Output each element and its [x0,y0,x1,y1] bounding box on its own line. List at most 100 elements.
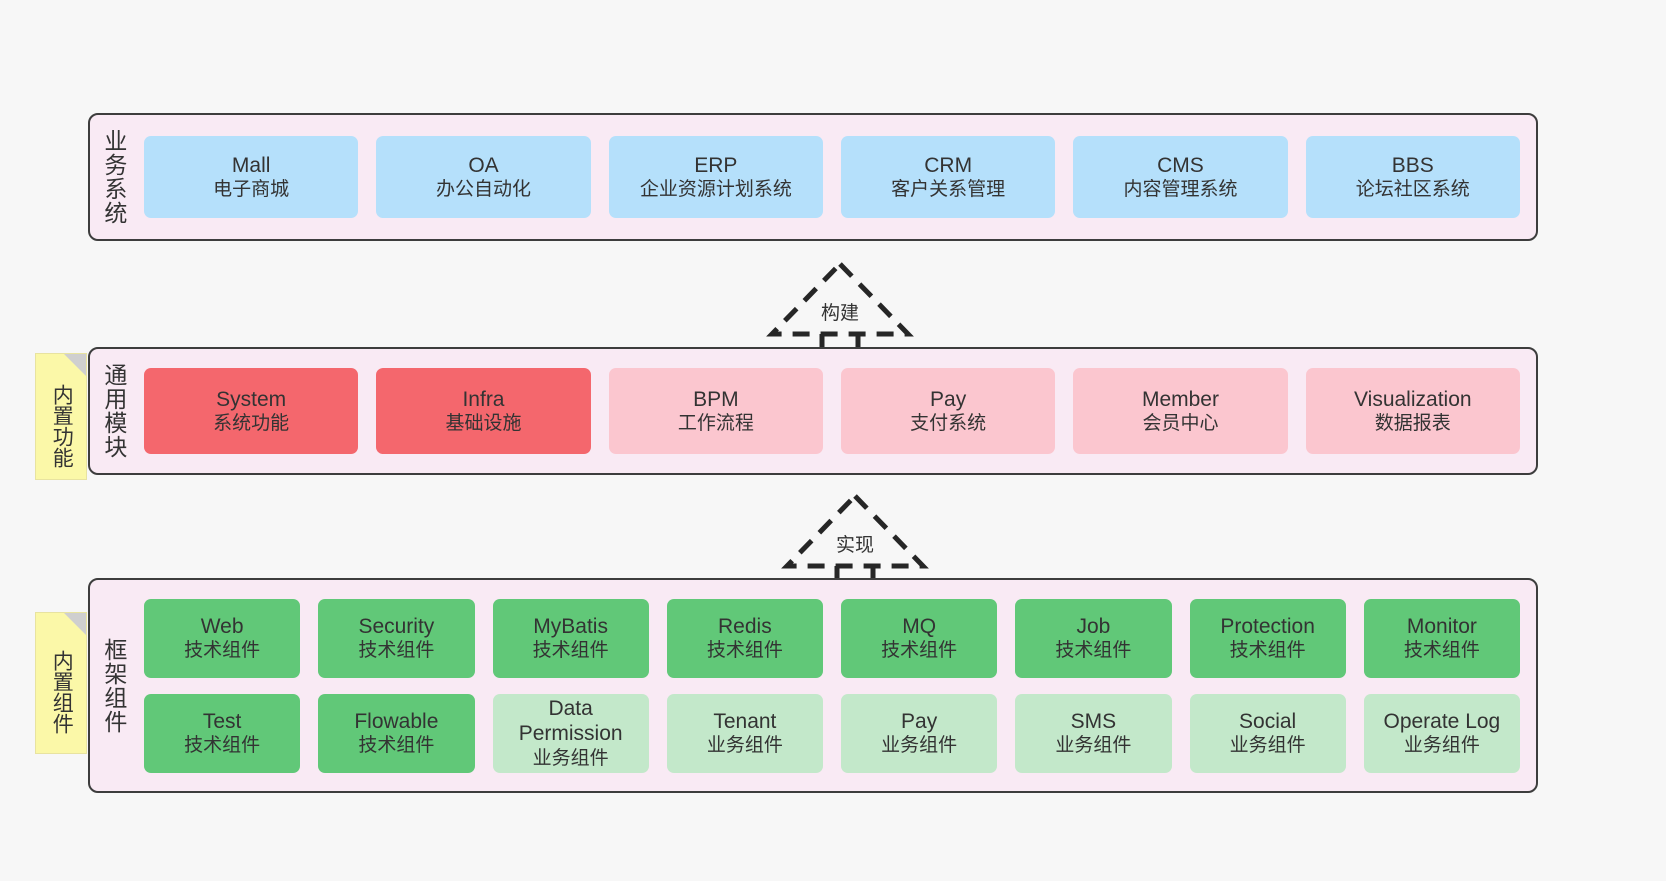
layer-title-business-system: 业务系统 [100,129,127,225]
card-title: System [216,387,287,411]
card-job[interactable]: Job 技术组件 [1015,598,1172,678]
card-title: Operate Log [1383,709,1501,733]
card-web[interactable]: Web 技术组件 [144,598,301,678]
card-title: Web [200,614,244,638]
card-protection[interactable]: Protection 技术组件 [1189,598,1346,678]
card-subtitle: 内容管理系统 [1123,179,1238,201]
card-title: MyBatis [533,614,608,638]
card-title: Visualization [1354,387,1472,411]
card-title: CMS [1157,153,1204,177]
card-title: MQ [902,614,937,638]
card-mq[interactable]: MQ 技术组件 [841,598,998,678]
card-subtitle: 业务组件 [1403,735,1480,757]
card-row: System 系统功能 Infra 基础设施 BPM 工作流程 Pay 支付系统… [144,368,1520,454]
card-subtitle: 企业资源计划系统 [639,179,792,201]
card-title: Member [1141,387,1219,411]
card-title: Pay [930,387,967,411]
card-subtitle: 技术组件 [1055,640,1132,662]
relation-label-implement: 实现 [832,530,878,557]
card-data-permission[interactable]: Data Permission 业务组件 [492,693,649,773]
card-crm[interactable]: CRM 客户关系管理 [840,136,1056,218]
card-member[interactable]: Member 会员中心 [1073,368,1288,454]
card-bbs[interactable]: BBS 论坛社区系统 [1305,136,1520,218]
card-title: Job [1076,614,1111,638]
card-subtitle: 电子商城 [213,179,290,201]
layer-title-framework-component: 框架组件 [100,637,127,734]
card-subtitle: 支付系统 [910,413,987,435]
layer-common-module[interactable]: 通用模块 System 系统功能 Infra 基础设施 BPM 工作流程 Pay… [88,347,1538,475]
card-subtitle: 技术组件 [706,640,783,662]
card-title: Social [1239,709,1297,733]
layer-body-common-module: System 系统功能 Infra 基础设施 BPM 工作流程 Pay 支付系统… [136,349,1536,473]
card-test[interactable]: Test 技术组件 [144,693,301,773]
card-title: BBS [1391,153,1434,177]
card-title: CRM [924,153,973,177]
card-security[interactable]: Security 技术组件 [318,598,475,678]
card-subtitle: 业务组件 [1229,735,1306,757]
card-row: Mall 电子商城 OA 办公自动化 ERP 企业资源计划系统 CRM 客户关系… [144,136,1520,218]
card-title: Pay [901,709,938,733]
sticky-note-builtin-feature[interactable]: 内置功能 [35,353,87,480]
card-subtitle: 客户关系管理 [891,179,1006,201]
sticky-note-builtin-component[interactable]: 内置组件 [35,612,87,754]
card-monitor[interactable]: Monitor 技术组件 [1363,598,1520,678]
card-social[interactable]: Social 业务组件 [1189,693,1346,773]
card-visualization[interactable]: Visualization 数据报表 [1305,368,1520,454]
card-system[interactable]: System 系统功能 [144,368,359,454]
card-subtitle: 技术组件 [532,640,609,662]
card-title: ERP [694,153,738,177]
card-subtitle: 业务组件 [706,735,783,757]
card-redis[interactable]: Redis 技术组件 [666,598,823,678]
card-infra[interactable]: Infra 基础设施 [376,368,591,454]
card-subtitle: 业务组件 [881,735,958,757]
card-title: Monitor [1406,614,1477,638]
card-subtitle: 论坛社区系统 [1355,179,1470,201]
card-subtitle: 系统功能 [213,413,290,435]
card-subtitle: 工作流程 [677,413,754,435]
card-subtitle: 会员中心 [1142,413,1219,435]
card-sms[interactable]: SMS 业务组件 [1015,693,1172,773]
card-subtitle: 技术组件 [881,640,958,662]
card-oa[interactable]: OA 办公自动化 [376,136,591,218]
card-subtitle: 数据报表 [1374,413,1451,435]
layer-title-common-module: 通用模块 [100,363,127,459]
card-bpm[interactable]: BPM 工作流程 [608,368,823,454]
card-title: Data Permission [518,696,623,746]
card-title: Protection [1220,614,1315,638]
card-cms[interactable]: CMS 内容管理系统 [1073,136,1288,218]
card-title: BPM [693,387,739,411]
card-tenant[interactable]: Tenant 业务组件 [666,693,823,773]
folded-corner-icon [64,613,86,635]
layer-body-framework-component: Web 技术组件 Security 技术组件 MyBatis 技术组件 Redi… [136,580,1536,791]
layer-business-system[interactable]: 业务系统 Mall 电子商城 OA 办公自动化 ERP 企业资源计划系统 CRM… [88,113,1538,241]
relation-label-build: 构建 [817,298,863,325]
card-mall[interactable]: Mall 电子商城 [144,136,359,218]
card-title: Test [202,709,242,733]
card-subtitle: 技术组件 [1403,640,1480,662]
card-title: Tenant [713,709,777,733]
card-flowable[interactable]: Flowable 技术组件 [318,693,475,773]
sticky-note-label: 内置功能 [50,383,74,468]
card-title: Flowable [354,709,439,733]
card-title: OA [468,153,499,177]
card-row: Test 技术组件 Flowable 技术组件 Data Permission … [144,693,1520,773]
card-subtitle: 技术组件 [184,735,261,757]
card-title: Redis [718,614,772,638]
card-erp[interactable]: ERP 企业资源计划系统 [608,136,823,218]
card-title: Security [358,614,435,638]
layer-framework-component[interactable]: 框架组件 Web 技术组件 Security 技术组件 MyBatis 技术组件… [88,578,1538,793]
card-title: Mall [231,153,271,177]
card-pay-business[interactable]: Pay 业务组件 [841,693,998,773]
card-subtitle: 技术组件 [1229,640,1306,662]
card-subtitle: 业务组件 [532,748,609,770]
card-subtitle: 基础设施 [445,413,522,435]
card-mybatis[interactable]: MyBatis 技术组件 [492,598,649,678]
card-pay[interactable]: Pay 支付系统 [840,368,1056,454]
card-operate-log[interactable]: Operate Log 业务组件 [1363,693,1520,773]
card-subtitle: 技术组件 [358,640,435,662]
card-title: Infra [462,387,505,411]
card-subtitle: 办公自动化 [435,179,531,201]
card-subtitle: 技术组件 [184,640,261,662]
card-title: SMS [1070,709,1117,733]
